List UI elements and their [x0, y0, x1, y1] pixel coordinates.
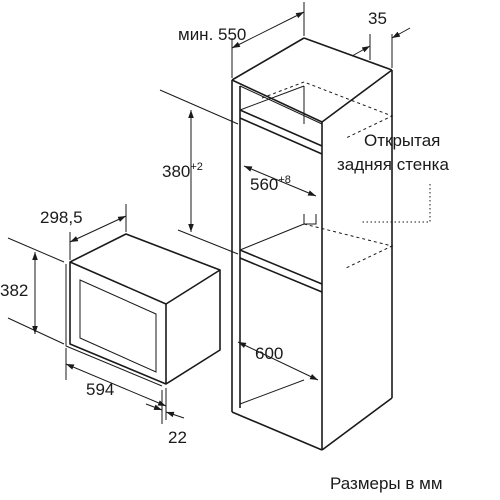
- cabinet-top-back-edge: [303, 37, 393, 71]
- label-35: 35: [368, 9, 387, 28]
- cabinet-top-front-edge: [231, 79, 323, 123]
- upper-shelf-front-bottom: [239, 117, 323, 155]
- label-niche-width: 560+8: [250, 174, 291, 194]
- label-niche-width-tolerance: +8: [278, 174, 291, 186]
- tall-cabinet: [231, 37, 431, 451]
- device-front-frame: [69, 261, 167, 385]
- label-niche-width-base: 560: [250, 175, 278, 194]
- cabinet-top-left-edge: [231, 37, 305, 81]
- label-niche-height: 380+2: [162, 161, 203, 181]
- niche-shelf-back-edge: [239, 223, 305, 251]
- label-device-width: 594: [86, 380, 114, 399]
- open-back-niche-outline: [303, 223, 394, 269]
- dim-niche-width: [243, 165, 317, 197]
- label-device-depth: 298,5: [40, 208, 83, 227]
- niche-shelf-front-top: [239, 249, 323, 285]
- dim-35-left-arrow: [351, 45, 371, 57]
- dim-22-left-arrow: [145, 403, 163, 411]
- dimension-lines: [7, 2, 411, 424]
- open-back-leader: [360, 184, 431, 223]
- ext-380-bottom: [177, 229, 239, 255]
- niche-back-corner: [303, 214, 317, 225]
- device-right-side: [165, 270, 221, 385]
- label-min-550: мин. 550: [178, 25, 246, 44]
- labels: мин. 550 35 380+2 560+8 600 298,5 382 59…: [0, 9, 449, 493]
- open-back-upper-outline: [261, 81, 394, 139]
- label-niche-depth: 600: [255, 344, 283, 363]
- niche-shelf-front-bottom: [239, 257, 323, 293]
- bottom-back-edge: [239, 379, 305, 405]
- dim-min-550: [231, 11, 305, 49]
- cabinet-top-thickness: [239, 85, 323, 125]
- ext-382-top: [7, 237, 65, 263]
- ext-380-top: [159, 89, 239, 125]
- upper-shelf-front-top: [239, 109, 323, 147]
- ext-382-bottom: [7, 317, 65, 345]
- built-in-device: [65, 233, 221, 387]
- dim-niche-depth: [237, 341, 319, 381]
- dim-22-right-arrow: [165, 411, 185, 419]
- label-niche-height-tolerance: +2: [190, 161, 203, 173]
- upper-shelf-back-edge: [239, 85, 305, 111]
- label-niche-height-base: 380: [162, 162, 190, 181]
- dim-device-depth: [69, 215, 127, 243]
- cabinet-bottom-front-edge: [231, 411, 323, 451]
- cabinet-bottom-right-edge: [321, 397, 393, 451]
- label-open-back-line1: Открытая: [364, 131, 440, 150]
- label-front-thickness: 22: [168, 428, 187, 447]
- cabinet-top-right-edge: [321, 69, 393, 123]
- label-units-note: Размеры в мм: [330, 474, 443, 493]
- dim-device-width: [65, 363, 167, 407]
- dim-35-right-arrow: [391, 27, 411, 39]
- label-device-height: 382: [0, 281, 28, 300]
- label-open-back-line2: задняя стенка: [337, 155, 449, 174]
- device-top: [69, 233, 221, 305]
